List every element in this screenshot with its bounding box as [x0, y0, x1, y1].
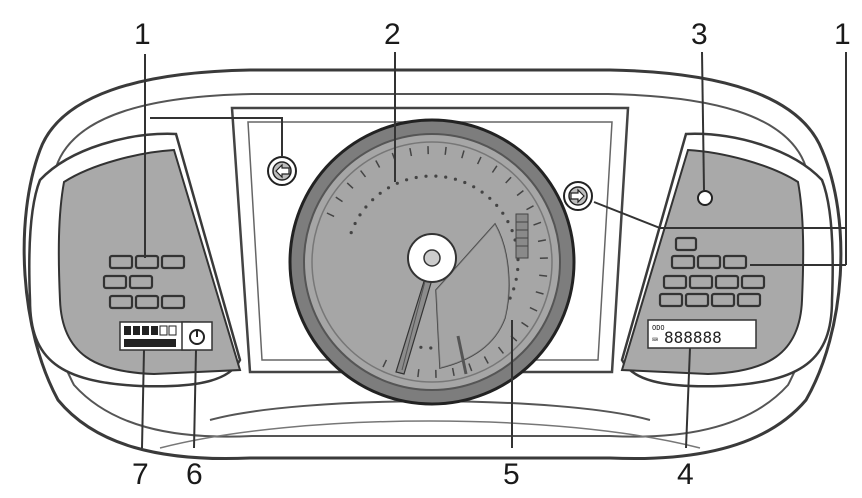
tick-dot: [386, 186, 391, 190]
center-frame-outer: [230, 106, 630, 374]
tick-line: [409, 147, 413, 157]
tick-line: [346, 182, 354, 189]
fuel-meter: [119, 321, 191, 351]
tick-line: [526, 205, 534, 211]
tick-line: [491, 165, 498, 173]
tick-dot: [353, 221, 357, 226]
tachometer: [288, 118, 576, 406]
left-turn-indicator: [267, 156, 297, 186]
tick-line: [476, 156, 482, 165]
tick-dot: [358, 213, 362, 217]
tick-dot: [444, 175, 448, 179]
tick-dot: [506, 220, 510, 224]
tick-dot: [378, 191, 382, 195]
tick-line: [360, 170, 367, 178]
tick-dot: [512, 287, 516, 291]
tick-dot: [488, 196, 492, 200]
tick-line: [497, 346, 504, 354]
left-segment-display: [102, 254, 186, 310]
tachometer-scale-bar: [515, 213, 529, 259]
tick-dot: [472, 185, 476, 189]
left-arrow-icon: [275, 163, 290, 179]
tick-dot: [349, 231, 353, 235]
indicator-lamp: [697, 190, 713, 206]
right-lcd-panel: [620, 148, 805, 376]
tick-dot: [371, 198, 375, 202]
odometer-readout: 888888: [664, 328, 722, 347]
tick-dot: [508, 296, 512, 300]
tick-dot: [434, 174, 438, 178]
tick-line: [529, 306, 538, 312]
tick-line: [516, 190, 524, 197]
tick-line: [444, 146, 447, 155]
tick-dot: [514, 277, 518, 281]
tick-dot: [364, 205, 368, 209]
callout-3: 3: [691, 18, 708, 51]
center-frame-inner: [247, 121, 613, 361]
svg-text:⌨: ⌨: [652, 335, 658, 346]
callout-2: 2: [384, 18, 401, 51]
tick-line: [451, 367, 455, 377]
tick-line: [382, 359, 388, 368]
callout-1-right: 1: [834, 18, 851, 51]
callout-4: 4: [677, 458, 694, 491]
tick-dot: [463, 180, 467, 185]
tick-dot: [501, 211, 505, 215]
coolant-temperature-icon: [181, 321, 213, 351]
tick-dot: [419, 345, 423, 349]
right-turn-indicator: [563, 181, 593, 211]
tick-dot: [516, 267, 520, 272]
tick-dot: [395, 181, 399, 185]
odometer-display: ODO ⌨ 888888: [647, 319, 757, 349]
callout-7: 7: [132, 458, 149, 491]
tick-line: [533, 221, 542, 226]
leader-lines: [141, 51, 847, 449]
right-segment-display: [658, 236, 766, 308]
svg-text:ODO: ODO: [652, 324, 665, 332]
tick-line: [483, 356, 489, 364]
tick-dot: [414, 175, 418, 180]
tick-line: [461, 150, 465, 159]
callout-1-left: 1: [134, 18, 151, 51]
tick-dot: [480, 190, 484, 194]
tick-line: [375, 160, 381, 168]
tick-line: [505, 176, 512, 184]
tick-dot: [424, 174, 428, 178]
left-lcd-panel: [57, 148, 242, 376]
tick-dot: [405, 178, 409, 182]
tick-dot: [495, 203, 499, 207]
tick-line: [468, 363, 473, 372]
callout-5: 5: [503, 458, 520, 491]
tick-dot: [429, 346, 433, 350]
tick-line: [521, 321, 529, 328]
cluster-inner-contour: [42, 93, 820, 438]
callout-6: 6: [186, 458, 203, 491]
tick-dot: [510, 229, 514, 233]
tick-line: [326, 212, 335, 218]
tick-dot: [516, 258, 520, 262]
tick-line: [335, 196, 343, 203]
tachometer-secondary-needle: [456, 335, 468, 375]
cluster-lower-lip-2: [159, 420, 701, 449]
tick-line: [535, 291, 544, 295]
tick-dot: [453, 177, 457, 181]
tick-line: [417, 369, 420, 378]
tick-line: [539, 274, 548, 277]
right-arrow-icon: [570, 188, 585, 204]
tick-line: [537, 239, 547, 243]
